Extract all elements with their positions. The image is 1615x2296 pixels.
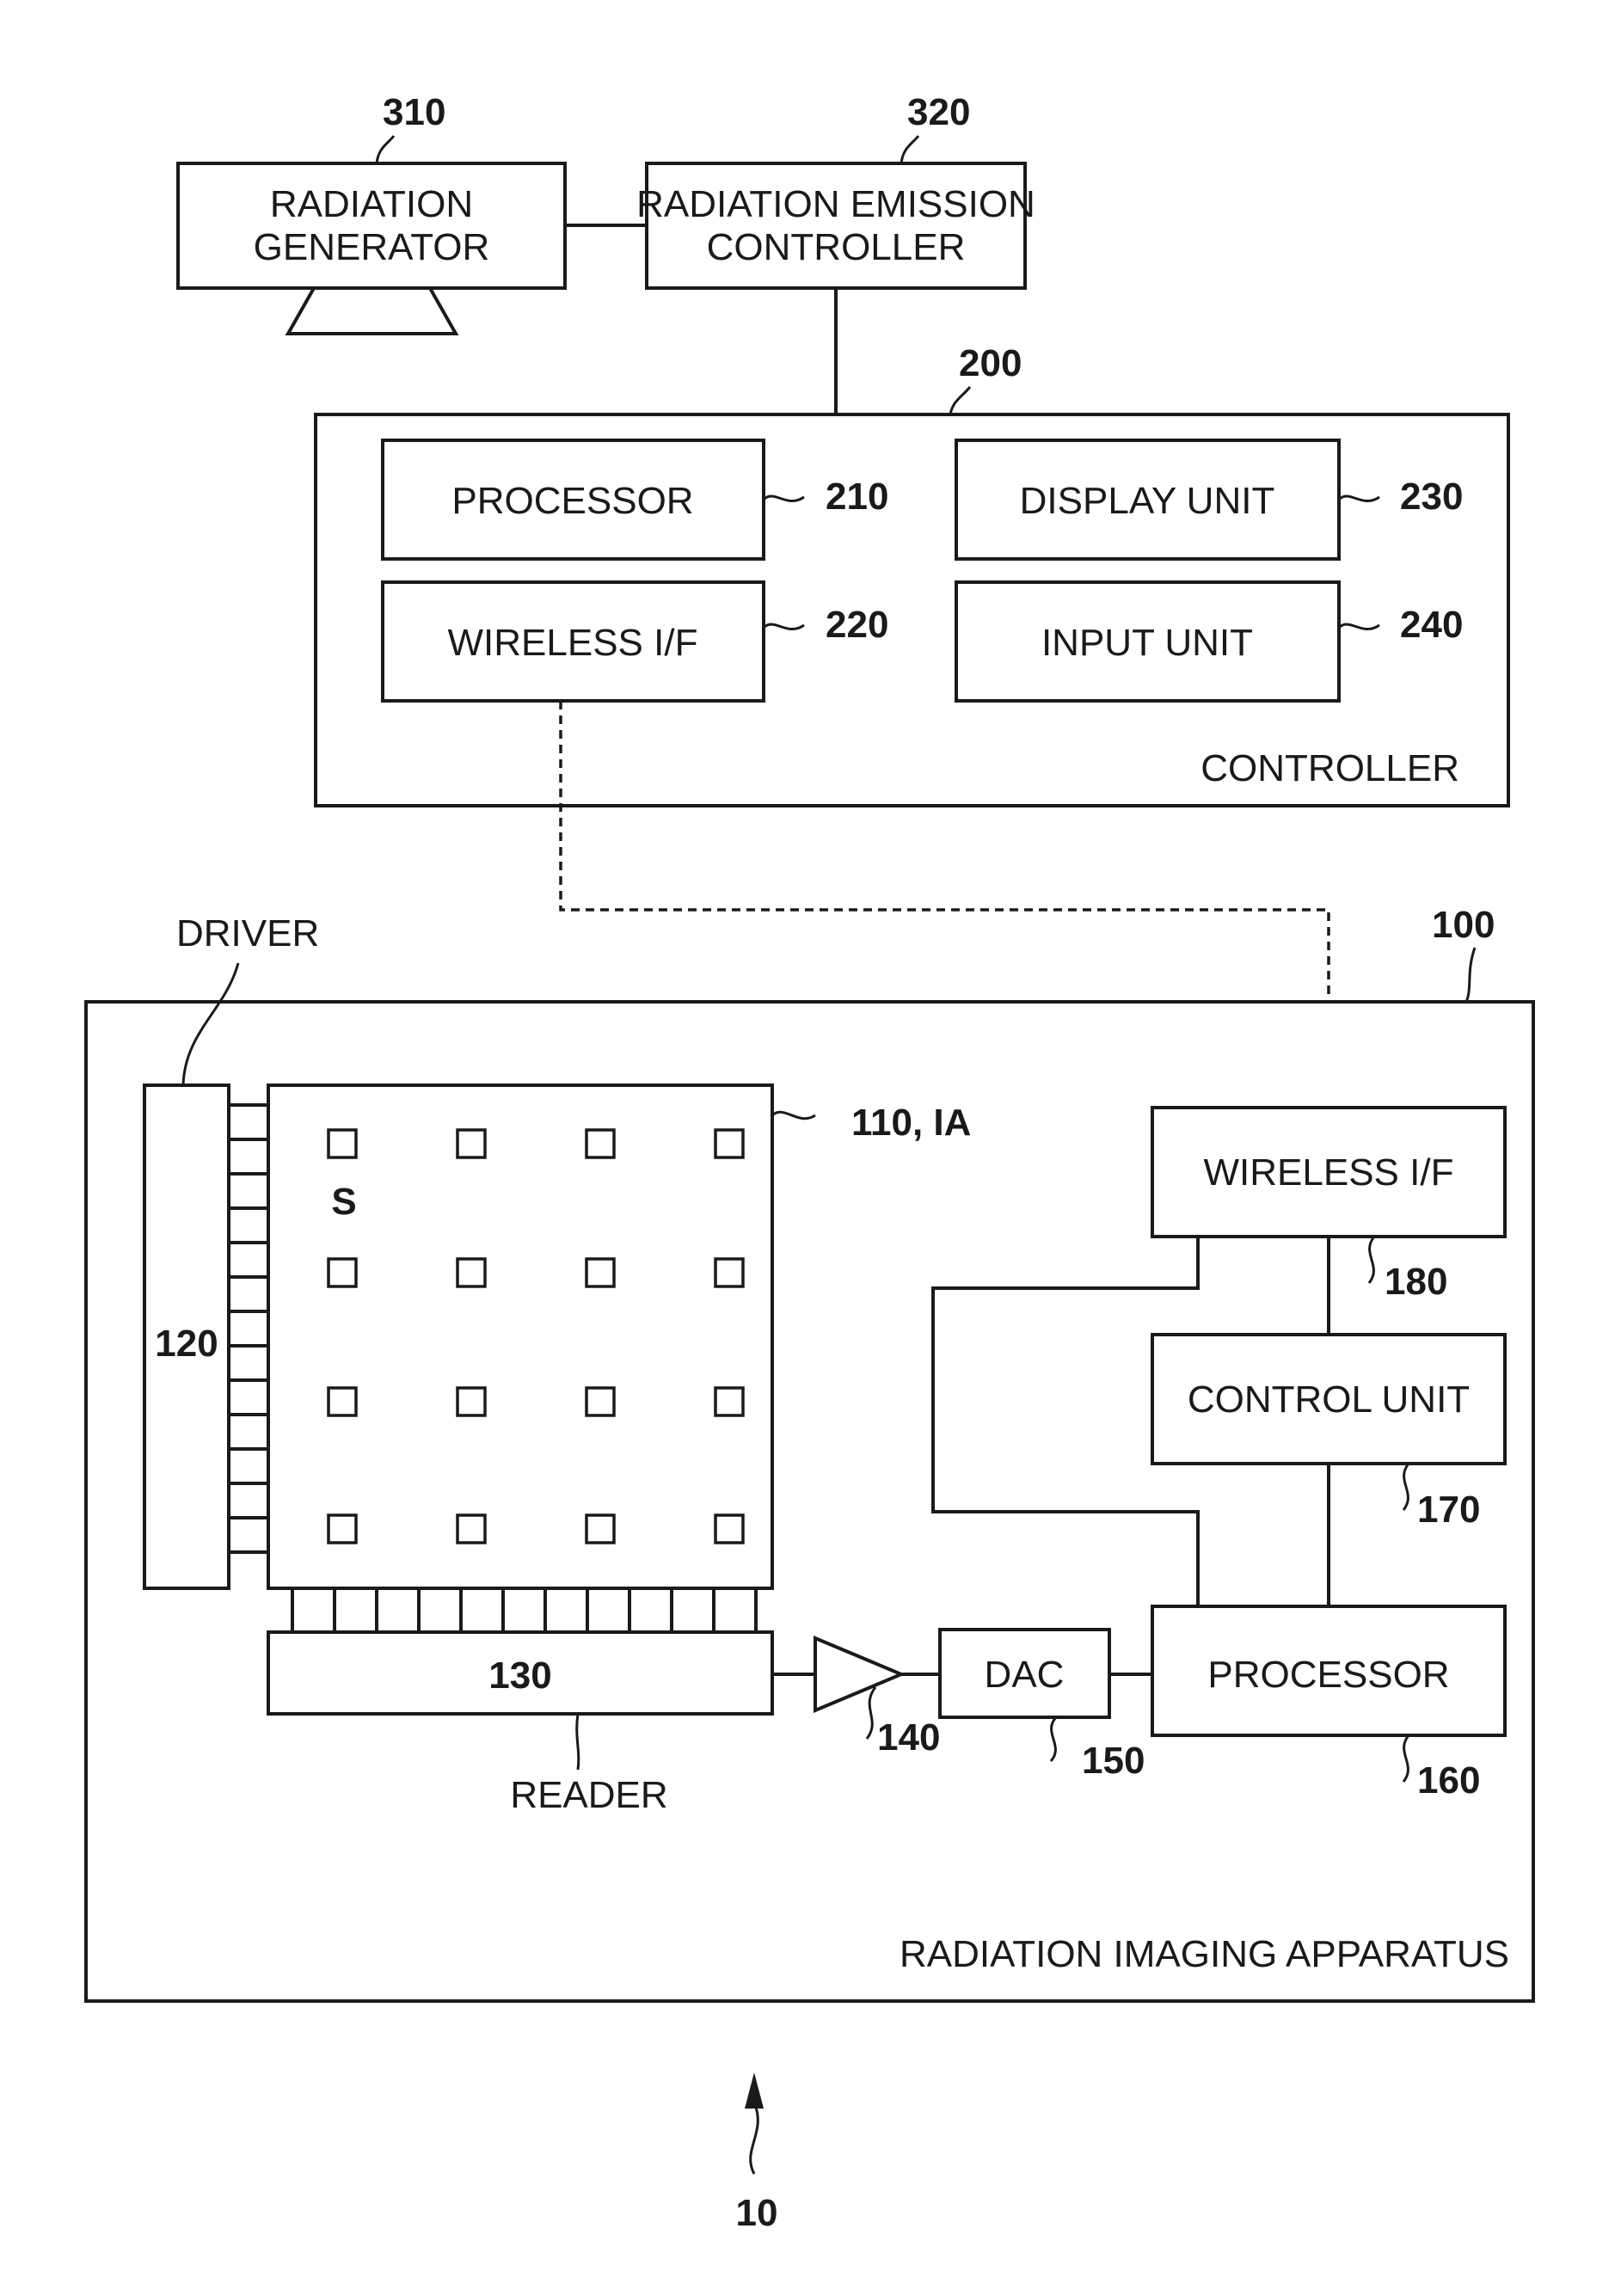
- radiation-generator: RADIATION GENERATOR 310: [178, 91, 565, 334]
- figure-ref-arrow: [751, 2103, 758, 2174]
- sensor-pixel: [329, 1130, 356, 1157]
- radiation-generator-leader: [377, 136, 394, 163]
- input-unit-label: INPUT UNIT: [1041, 622, 1253, 664]
- imaging-area-box: [268, 1085, 772, 1588]
- emission-controller-ref: 320: [907, 91, 970, 133]
- emission-controller-label-1: RADIATION EMISSION: [636, 183, 1035, 225]
- controller-processor-ref: 210: [826, 476, 888, 518]
- driver-label: DRIVER: [176, 912, 319, 955]
- sensor-label: S: [331, 1181, 356, 1223]
- sensor-pixel: [329, 1259, 356, 1286]
- apparatus-processor-ref: 160: [1417, 1759, 1480, 1802]
- sensor-pixel: [586, 1515, 614, 1543]
- controller-leader: [950, 387, 970, 414]
- sensor-pixel: [457, 1388, 485, 1415]
- controller-wireless-if-ref: 220: [826, 604, 888, 646]
- sensor-pixel: [586, 1130, 614, 1157]
- controller-processor-label: PROCESSOR: [451, 480, 693, 522]
- apparatus-label: RADIATION IMAGING APPARATUS: [900, 1933, 1509, 1975]
- apparatus-leader: [1466, 948, 1475, 1002]
- controller-label: CONTROLLER: [1201, 747, 1459, 789]
- dac-ref: 150: [1082, 1740, 1145, 1782]
- reader-label: READER: [510, 1774, 667, 1816]
- display-unit-ref: 230: [1400, 476, 1463, 518]
- amplifier-ref: 140: [877, 1716, 940, 1759]
- sensor-pixel: [715, 1388, 743, 1415]
- input-unit-ref: 240: [1400, 604, 1463, 646]
- radiation-generator-label-2: GENERATOR: [254, 226, 490, 268]
- controller-ref: 200: [959, 342, 1022, 384]
- apparatus-ref: 100: [1432, 904, 1495, 946]
- sensor-pixel: [329, 1515, 356, 1543]
- apparatus-processor-label: PROCESSOR: [1207, 1654, 1449, 1696]
- figure-reference: 10: [736, 2072, 778, 2234]
- display-unit-label: DISPLAY UNIT: [1020, 480, 1275, 522]
- sensor-pixel: [457, 1130, 485, 1157]
- dac-label: DAC: [985, 1654, 1065, 1696]
- control-unit-label: CONTROL UNIT: [1188, 1378, 1470, 1421]
- sensor-pixel: [457, 1259, 485, 1286]
- emission-controller-label-2: CONTROLLER: [707, 226, 966, 268]
- apparatus-wireless-if-ref: 180: [1385, 1261, 1447, 1303]
- radiation-generator-ref: 310: [383, 91, 445, 133]
- sensor-pixel: [329, 1388, 356, 1415]
- driver-ref: 120: [155, 1323, 218, 1365]
- controller-wireless-if-label: WIRELESS I/F: [448, 622, 698, 664]
- radiation-imaging-apparatus: 100 RADIATION IMAGING APPARATUS 120 DRIV…: [86, 904, 1533, 2001]
- reader-ref: 130: [488, 1654, 551, 1697]
- sensor-pixel: [457, 1515, 485, 1543]
- emission-controller-leader: [901, 136, 918, 163]
- radiation-emitter-icon: [288, 288, 456, 334]
- apparatus-wireless-if-label: WIRELESS I/F: [1204, 1151, 1454, 1194]
- sensor-pixel: [586, 1388, 614, 1415]
- sensor-pixel: [715, 1259, 743, 1286]
- radiation-emission-controller: RADIATION EMISSION CONTROLLER 320: [636, 91, 1035, 288]
- radiation-generator-label-1: RADIATION: [270, 183, 473, 225]
- figure-ref-arrowhead: [745, 2072, 764, 2109]
- sensor-pixel: [586, 1259, 614, 1286]
- figure-ref-label: 10: [736, 2192, 778, 2234]
- sensor-pixel: [715, 1130, 743, 1157]
- controller: 200 CONTROLLER PROCESSOR 210 WIRELESS I/…: [316, 342, 1508, 806]
- imaging-area-ref: 110, IA: [851, 1102, 971, 1144]
- sensor-pixel: [715, 1515, 743, 1543]
- control-unit-ref: 170: [1417, 1489, 1480, 1531]
